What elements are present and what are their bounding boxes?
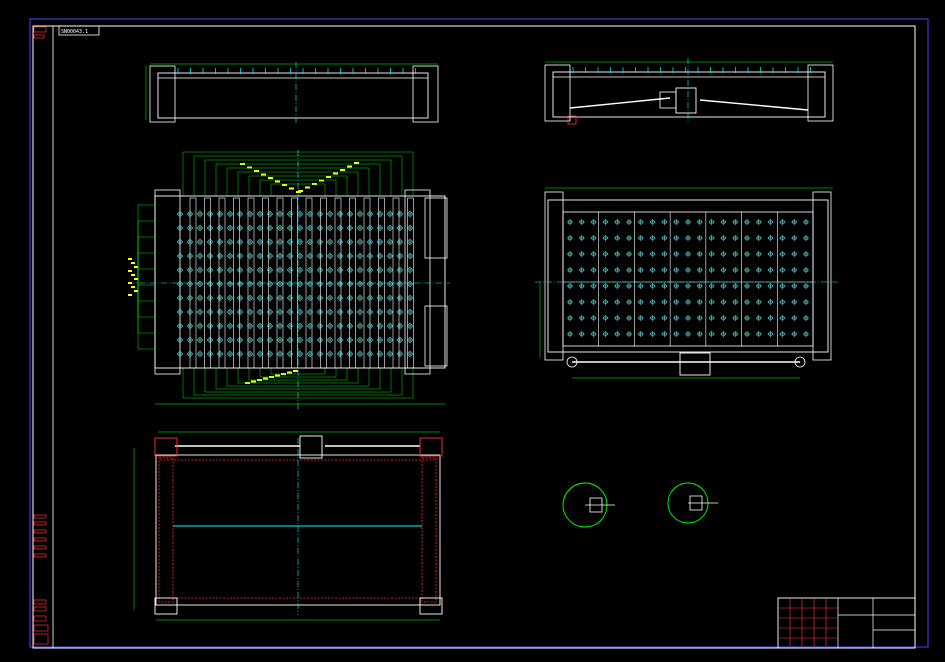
left-strip-mark [33, 521, 47, 526]
plan-left-leader-tag [128, 294, 132, 296]
plan-left-left-dims [128, 204, 155, 350]
top-right-end-block-right [807, 64, 834, 122]
top-left-frame-body [157, 72, 429, 119]
plan-left-view [128, 150, 450, 410]
plan-left-dim-tag [247, 166, 252, 169]
plan-left-leader-tag [134, 290, 138, 292]
sheet-outer-border [29, 18, 929, 648]
top-left-end-block-left [149, 65, 176, 123]
left-strip-mark [33, 553, 47, 558]
plan-right-pulley-right [794, 356, 806, 368]
detail-left-block [589, 497, 603, 513]
plan-left-leader-tag [131, 286, 135, 288]
plan-left-dim-tag [251, 380, 256, 383]
plan-left-dim-tag [293, 370, 298, 372]
left-strip-mark [33, 599, 47, 605]
title-block [777, 597, 916, 649]
plan-left-dim-tag [275, 374, 280, 377]
bottom-left-view [133, 431, 443, 621]
bottom-left-bearing-bl [154, 597, 178, 615]
plan-left-dim-tag [340, 169, 345, 171]
top-right-shaft-left [569, 97, 671, 109]
bottom-left-bearing-tl [154, 437, 178, 457]
plan-left-dim-tag [333, 172, 338, 175]
top-right-frame-body [552, 71, 826, 118]
plan-left-leader-tag [128, 270, 132, 272]
plan-right-holes [567, 219, 809, 337]
bottom-left-motor [299, 435, 323, 459]
plan-left-dim-tag [275, 180, 280, 183]
plan-left-dim-tag [296, 191, 301, 193]
top-right-red-mark [567, 115, 577, 125]
top-left-end-block-right [412, 65, 439, 123]
left-strip-mark [33, 615, 47, 622]
plan-left-dim-tag [254, 170, 259, 172]
plan-left-dim-tag [268, 177, 273, 179]
plan-left-dim-tag [289, 187, 294, 190]
plan-right-motor [679, 352, 711, 376]
top-right-shaft-right [699, 99, 809, 111]
plan-right-panel-area [562, 211, 814, 347]
plan-left-dim-step-bottom [259, 368, 337, 378]
left-strip-mark [33, 606, 47, 612]
top-right-elevation-view [544, 58, 834, 125]
left-strip-mark [33, 514, 47, 519]
bottom-left-bearing-br [419, 597, 443, 615]
bottom-left-hatch-right [421, 457, 437, 603]
bottom-left-hatch-left [158, 457, 174, 603]
plan-left-dim-step-bottom [248, 368, 348, 381]
plan-left-dim-tag [287, 371, 292, 374]
detail-right-block [689, 495, 703, 511]
plan-left-dim-tag [282, 184, 287, 186]
plan-left-leader-tag [128, 258, 132, 260]
plan-left-dim-step-top [226, 167, 370, 196]
title-block-cells [778, 598, 915, 648]
top-right-end-block-left [544, 64, 571, 122]
title-block-frame [777, 597, 916, 649]
left-strip-mark [33, 537, 47, 542]
plan-left-dim-tag [263, 377, 268, 380]
code-box-text: SN00043.1 [61, 29, 88, 35]
plan-right-view [535, 187, 840, 379]
left-strip-mark [33, 624, 49, 632]
plan-right-outline [547, 199, 829, 353]
top-left-elevation-view [145, 62, 439, 124]
left-strip-marks [33, 26, 49, 645]
top-right-hole-marks [572, 67, 811, 73]
plan-left-dim-tag [319, 179, 324, 182]
detail-right [667, 482, 718, 524]
top-left-hole-marks [177, 68, 416, 74]
plan-left-leader-tag [131, 274, 135, 276]
plan-left-leader-tag [134, 266, 138, 268]
plan-left-dim-tag [347, 165, 352, 168]
code-box [58, 25, 100, 36]
left-strip-mark [33, 26, 47, 33]
left-strip-mark [33, 529, 47, 534]
left-strip-mark [33, 545, 47, 550]
plan-right-pulley-left [566, 356, 578, 368]
plan-left-tab-bottom [424, 305, 448, 367]
plan-left-leader-tag [131, 262, 135, 264]
left-strip-mark [33, 633, 49, 645]
motor-body [659, 91, 677, 109]
plan-left-dim-tag [326, 176, 331, 178]
bottom-left-bearing-tr [419, 437, 443, 457]
left-strip-mark [33, 34, 45, 39]
sheet-frame [32, 25, 916, 649]
plan-left-leader-tag [134, 278, 138, 280]
plan-left-dim-tag [261, 173, 266, 176]
plan-left-leader-tag [128, 282, 132, 284]
plan-left-end-block-right [404, 189, 431, 375]
plan-left-dim-step-top [204, 159, 392, 196]
plan-left-tab-top [424, 197, 448, 259]
plan-left-dim-tag [305, 186, 310, 189]
plan-left-dim-tag [354, 162, 359, 164]
detail-left [562, 482, 615, 528]
plan-left-leader [137, 283, 155, 350]
